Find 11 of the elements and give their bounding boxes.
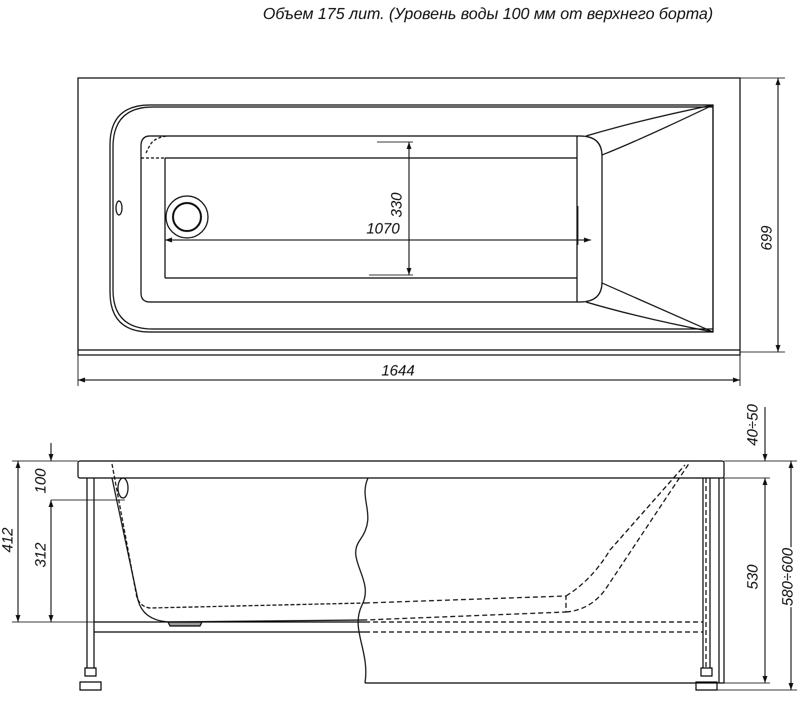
dimension-label: 412: [0, 526, 16, 554]
dimension-label: 1070: [365, 222, 401, 236]
title: Объем 175 лит. (Уровень воды 100 мм от верхнего борта): [262, 7, 714, 23]
dimension-label: 312: [34, 541, 48, 569]
dimension-label: 330: [390, 191, 404, 219]
dimension-label: 100: [34, 467, 48, 495]
dimension-label: 1644: [380, 364, 416, 378]
dimension-label: 699: [760, 224, 774, 252]
dimension-label: 40÷50: [746, 403, 760, 447]
dimension-label: 530: [746, 563, 760, 591]
dimension-label: 580÷600: [780, 546, 796, 608]
